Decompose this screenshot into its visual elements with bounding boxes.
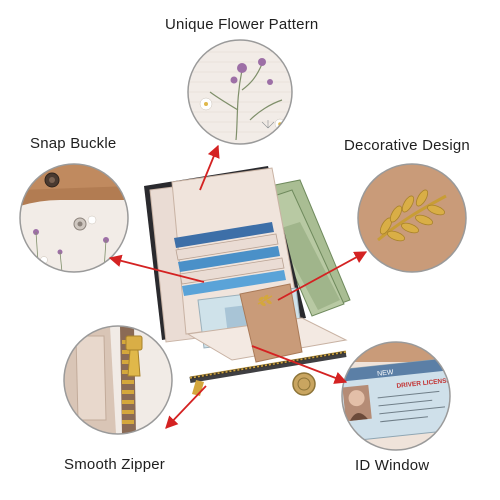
flower-pattern-label: Unique Flower Pattern (165, 16, 319, 33)
smooth-zipper-label: Smooth Zipper (64, 456, 165, 473)
decorative-design-label: Decorative Design (344, 137, 470, 154)
arrow-zipper (165, 385, 207, 429)
money-bills (261, 179, 351, 317)
arrow-flower (199, 144, 220, 191)
id-window-detail: NEW DRIVER LICENSE (341, 341, 451, 451)
license-card: NEW DRIVER LICENSE (342, 357, 450, 443)
leaf-ornament (257, 294, 273, 307)
wallet-snap-tab (239, 283, 303, 363)
flower-pattern-detail (187, 39, 293, 145)
smooth-zipper-detail (63, 325, 173, 435)
arrow-id (251, 345, 348, 384)
gold-leaf-icon (377, 189, 447, 242)
callout-arrows (108, 144, 368, 429)
arrow-deco (277, 251, 368, 301)
license-state: NEW (377, 369, 394, 378)
card-slots (174, 222, 286, 296)
arrow-snap (108, 254, 205, 283)
wallet-photo (144, 166, 351, 396)
id-window-label: ID Window (355, 457, 430, 474)
coin (292, 372, 316, 396)
decorative-design-detail (357, 163, 467, 273)
snap-buckle-label: Snap Buckle (30, 135, 117, 152)
zipper-pull-icon (125, 335, 143, 377)
snap-buckle-detail (19, 163, 129, 273)
